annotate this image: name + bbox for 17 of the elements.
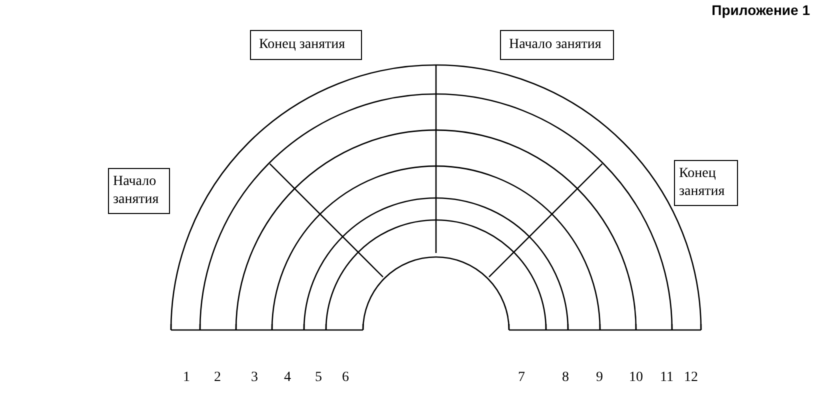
text-box: Конец занятия — [674, 160, 738, 206]
text-box: Начало занятия — [500, 30, 614, 60]
ring-number: 8 — [562, 370, 569, 386]
ring-number: 2 — [214, 370, 221, 386]
ring-number: 5 — [315, 370, 322, 386]
ring-number: 12 — [684, 370, 698, 386]
ring-number: 6 — [342, 370, 349, 386]
ring-number: 9 — [596, 370, 603, 386]
ring-number: 10 — [629, 370, 643, 386]
ring-number: 1 — [183, 370, 190, 386]
ring-number: 11 — [660, 370, 674, 386]
ring-number: 3 — [251, 370, 258, 386]
appendix-heading: Приложение 1 — [712, 2, 810, 18]
ring-number: 7 — [518, 370, 525, 386]
text-box: Конец занятия — [250, 30, 362, 60]
text-box: Начало занятия — [108, 168, 170, 214]
ring-number: 4 — [284, 370, 291, 386]
